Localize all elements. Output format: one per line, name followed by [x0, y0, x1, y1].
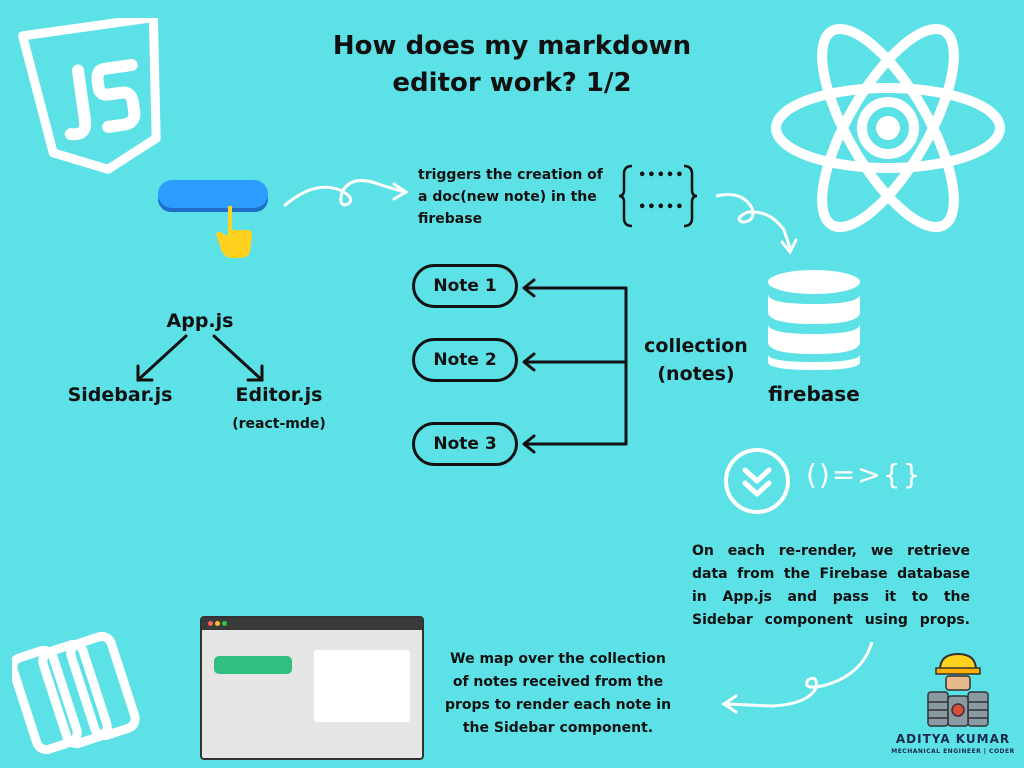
title-line-1: How does my markdown — [332, 31, 692, 61]
browser-window-illustration — [200, 616, 424, 760]
note-label: Note 3 — [433, 434, 497, 454]
curved-arrow-2 — [715, 193, 798, 255]
editor-panel — [314, 650, 410, 722]
rerender-paragraph: On each re-render, we retrieve data from… — [692, 540, 970, 632]
map-line: props to render each note in — [444, 697, 672, 713]
author-tagline: MECHANICAL ENGINEER | CODER — [891, 748, 1015, 755]
map-line: of notes received from the — [452, 674, 664, 690]
tree-node-sidebar: Sidebar.js — [67, 384, 173, 406]
note-label: Note 2 — [433, 350, 497, 370]
trigger-line-3: firebase — [418, 211, 483, 227]
map-line: We map over the collection — [450, 651, 666, 667]
new-note-button-illustration — [158, 180, 268, 258]
app-cards-icon — [12, 631, 140, 755]
trigger-description: triggers the creation of a doc(new note)… — [418, 164, 618, 230]
database-label: firebase — [768, 382, 860, 406]
engineer-logo — [927, 652, 989, 727]
trigger-line-1: triggers the creation of — [418, 167, 603, 183]
tree-root-app: App.js — [166, 310, 234, 332]
collection-line-1: collection — [644, 335, 748, 357]
hand-pointer-icon — [216, 206, 252, 258]
database-icon — [768, 270, 860, 370]
trigger-line-2: a doc(new note) in the — [418, 189, 597, 205]
javascript-icon — [18, 18, 161, 174]
rerender-line: in App.js and pass it to the — [692, 589, 970, 605]
map-paragraph: We map over the collection of notes rece… — [432, 648, 684, 740]
title-line-2: editor work? 1/2 — [392, 68, 632, 98]
chevron-down-circle-icon — [724, 448, 790, 514]
placeholder-line-2: ••••• — [638, 200, 685, 215]
rerender-line: On each re-render, we retrieve — [692, 543, 970, 559]
document-placeholder: ••••• ••••• — [618, 162, 698, 230]
tree-arrows — [136, 334, 264, 382]
sidebar-note-bar — [214, 656, 292, 674]
placeholder-line-1: ••••• — [638, 168, 685, 183]
rerender-line: data from the Firebase database — [692, 566, 970, 582]
window-dot-green — [222, 621, 227, 626]
page-title: How does my markdown editor work? 1/2 — [262, 28, 762, 102]
note-label: Note 1 — [433, 276, 497, 296]
window-dot-yellow — [215, 621, 220, 626]
tree-node-editor: Editor.js — [235, 384, 323, 406]
window-dot-red — [208, 621, 213, 626]
tree-node-editor-sub: (react-mde) — [232, 416, 326, 432]
note-pill-3: Note 3 — [412, 422, 518, 466]
rerender-line: Sidebar component using props. — [692, 612, 970, 628]
note-pill-1: Note 1 — [412, 264, 518, 308]
react-atom-icon — [771, 23, 1005, 233]
curly-braces-icon — [618, 164, 698, 228]
window-title-bar — [202, 618, 422, 630]
curved-arrow-3 — [721, 641, 874, 714]
collection-connector — [522, 278, 628, 454]
arrow-function-text: ()=>{} — [806, 458, 923, 491]
collection-line-2: (notes) — [657, 363, 735, 385]
collection-label: collection (notes) — [636, 332, 756, 388]
map-line: the Sidebar component. — [462, 720, 654, 736]
author-name: ADITYA KUMAR — [895, 732, 1011, 746]
note-pill-2: Note 2 — [412, 338, 518, 382]
curved-arrow-1 — [283, 178, 409, 208]
